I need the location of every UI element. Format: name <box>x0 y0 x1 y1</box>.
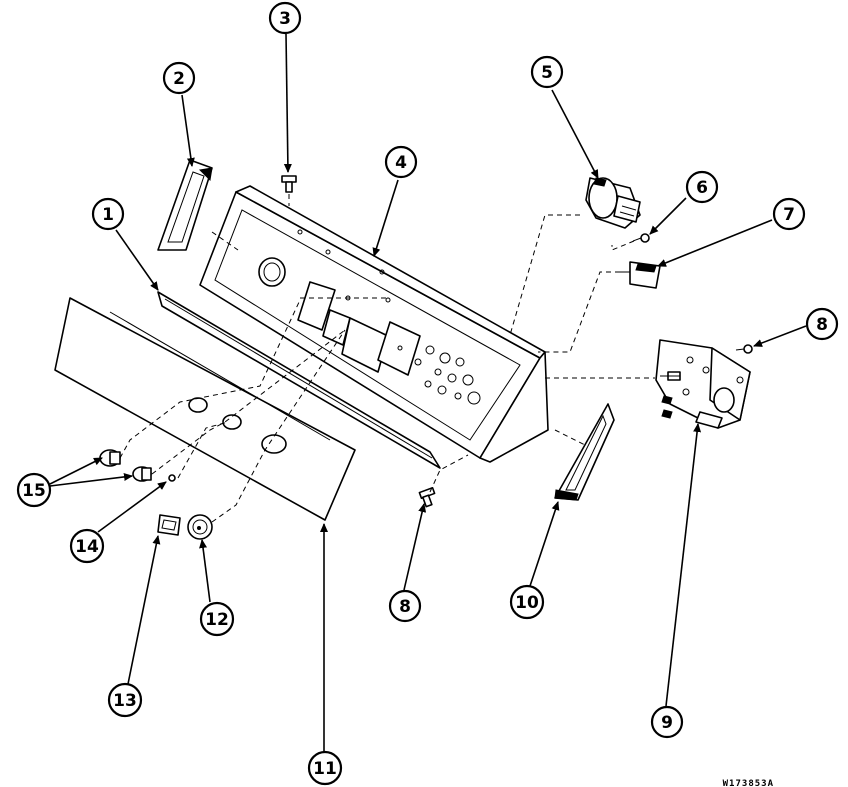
svg-text:2: 2 <box>173 69 185 89</box>
callout-2: 2 <box>162 61 196 95</box>
part-button <box>157 514 181 536</box>
part-timer-screw <box>735 344 753 354</box>
panel-hole-3 <box>261 434 287 454</box>
part-screw-top <box>281 175 297 193</box>
part-screw-bottom <box>418 486 436 508</box>
callout-5: 5 <box>530 55 564 89</box>
console-window-3 <box>341 317 389 373</box>
callout-15: 15 <box>16 472 52 508</box>
svg-text:6: 6 <box>696 178 708 198</box>
part-timer <box>655 339 751 429</box>
callout-14: 14 <box>69 528 105 564</box>
callout-6: 6 <box>685 170 719 204</box>
console-window-4 <box>377 321 421 376</box>
leader-lines <box>49 33 807 752</box>
console-knob-opening <box>258 257 286 287</box>
callout-7: 7 <box>772 197 806 231</box>
svg-text:8: 8 <box>816 315 828 335</box>
part-clip <box>168 474 176 482</box>
svg-text:10: 10 <box>515 593 539 613</box>
part-left-end-cap <box>157 159 213 251</box>
callout-3: 3 <box>268 1 302 35</box>
svg-text:13: 13 <box>113 691 137 711</box>
console-window-2 <box>322 309 351 346</box>
panel-hole-1 <box>188 397 208 413</box>
part-trim-strip <box>157 291 441 469</box>
callout-11: 11 <box>307 750 343 786</box>
svg-text:11: 11 <box>313 759 337 779</box>
svg-text:14: 14 <box>75 537 99 557</box>
part-front-panel <box>54 297 356 521</box>
svg-text:5: 5 <box>541 63 553 83</box>
part-knobs <box>99 449 152 482</box>
part-small-screw <box>632 233 650 243</box>
part-switch <box>585 177 641 229</box>
part-round-knob <box>187 514 213 540</box>
callout-8-lower: 8 <box>388 589 422 623</box>
drawing-code: W173853A <box>723 779 774 787</box>
svg-text:4: 4 <box>395 153 407 173</box>
part-connector <box>620 261 661 289</box>
part-console <box>199 185 549 463</box>
callout-13: 13 <box>107 682 143 718</box>
svg-text:8: 8 <box>399 597 411 617</box>
assembly-lines <box>119 194 655 523</box>
part-right-end-cap <box>554 403 615 501</box>
console-mounting-holes <box>397 345 481 405</box>
panel-hole-2 <box>222 414 242 430</box>
svg-text:3: 3 <box>279 9 291 29</box>
console-window-1 <box>297 281 336 331</box>
callout-8: 8 <box>805 307 839 341</box>
callout-12: 12 <box>199 601 235 637</box>
callout-9: 9 <box>650 705 684 739</box>
svg-text:9: 9 <box>661 713 673 733</box>
callout-4: 4 <box>384 145 418 179</box>
svg-text:12: 12 <box>205 610 229 630</box>
svg-text:7: 7 <box>783 205 795 225</box>
svg-text:15: 15 <box>22 481 46 501</box>
callout-10: 10 <box>509 584 545 620</box>
callout-1: 1 <box>91 197 125 231</box>
svg-text:1: 1 <box>102 205 114 225</box>
